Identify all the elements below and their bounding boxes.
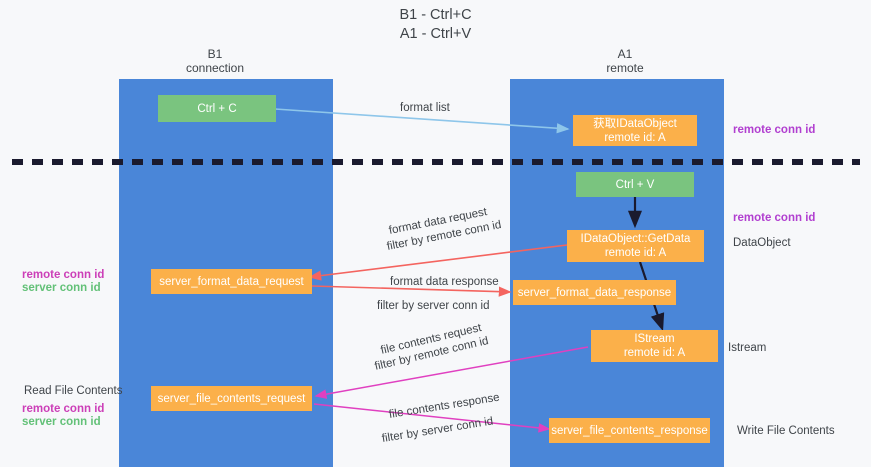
- edge-label-format-data-response-filter: filter by server conn id: [377, 299, 490, 313]
- filter-key-server-conn-id: server conn id: [417, 300, 490, 312]
- box-server-format-data-request[interactable]: server_format_data_request: [151, 269, 312, 294]
- box-idataobject-getdata-line2: remote id: A: [604, 247, 667, 259]
- lane-header-a1: A1 remote: [565, 47, 685, 75]
- box-server-file-contents-response[interactable]: server_file_contents_response: [549, 418, 710, 443]
- box-get-idataobject-line2: remote id: A: [604, 131, 666, 144]
- diagram-title: B1 - Ctrl+C A1 - Ctrl+V: [0, 6, 871, 44]
- annotation-left-server-conn-id-mid: server conn id: [22, 282, 101, 294]
- lane-header-a1-name: A1: [617, 47, 633, 61]
- box-get-idataobject-line1: 获取IDataObject: [593, 117, 677, 130]
- box-get-idataobject[interactable]: 获取IDataObject remote id: A: [573, 115, 697, 146]
- annotation-remote-conn-id-top: remote conn id: [733, 124, 816, 136]
- annotation-istream: Istream: [728, 342, 767, 354]
- box-server-file-contents-request[interactable]: server_file_contents_request: [151, 386, 312, 411]
- box-idataobject-getdata[interactable]: IDataObject::GetData remote id: A: [567, 230, 704, 262]
- filter-prefix: filter by: [381, 426, 423, 445]
- annotation-dataobject: DataObject: [733, 237, 791, 249]
- filter-prefix: filter by: [373, 352, 416, 373]
- filter-key-server-conn-id: server conn id: [420, 415, 495, 439]
- annotation-left-server-conn-id-bottom: server conn id: [22, 416, 101, 428]
- lane-header-b1: B1 connection: [155, 47, 275, 75]
- box-ctrl-v[interactable]: Ctrl + V: [576, 172, 694, 197]
- box-istream-line1: IStream: [634, 333, 675, 345]
- edge-label-format-data-response: format data response: [390, 276, 499, 288]
- annotation-remote-conn-id-mid: remote conn id: [733, 212, 816, 224]
- diagram-title-line-2: A1 - Ctrl+V: [399, 26, 472, 42]
- box-istream-line2: remote id: A: [623, 347, 686, 359]
- diagram-title-line-1: B1 - Ctrl+C: [399, 7, 472, 23]
- lane-header-b1-name: B1: [207, 47, 223, 61]
- box-server-format-data-response[interactable]: server_format_data_response: [513, 280, 676, 305]
- annotation-left-remote-conn-id-mid: remote conn id: [22, 269, 105, 281]
- box-ctrl-c[interactable]: Ctrl + C: [158, 95, 276, 122]
- annotation-write-file-contents: Write File Contents: [737, 425, 835, 437]
- lane-header-b1-sub: connection: [185, 61, 245, 75]
- box-istream[interactable]: IStream remote id: A: [591, 330, 718, 362]
- annotation-left-remote-conn-id-bottom: remote conn id: [22, 403, 105, 415]
- annotation-read-file-contents: Read File Contents: [24, 385, 123, 397]
- box-idataobject-getdata-line1: IDataObject::GetData: [580, 233, 691, 245]
- lane-header-a1-sub: remote: [606, 61, 644, 75]
- edge-label-format-list: format list: [400, 102, 450, 114]
- filter-prefix: filter by: [377, 300, 418, 312]
